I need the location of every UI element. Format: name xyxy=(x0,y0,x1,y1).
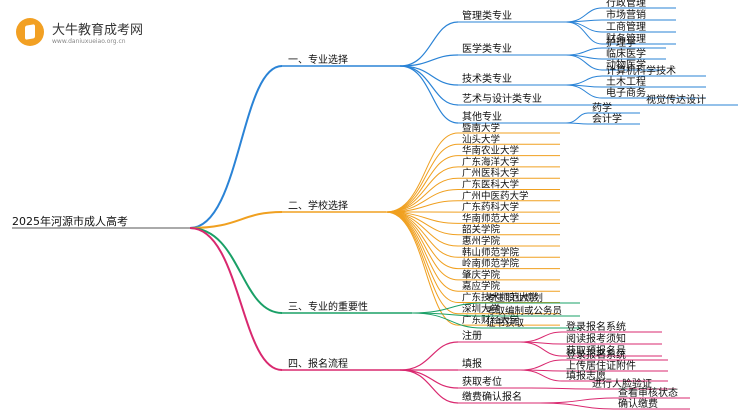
sub-connector xyxy=(385,211,459,303)
school-item: 广东医科大学 xyxy=(462,179,519,191)
school-item: 岭南师范学院 xyxy=(462,258,520,270)
sub-connector xyxy=(385,211,459,326)
school-item: 暨南大学 xyxy=(462,122,500,134)
branch-1-label: 一、专业选择 xyxy=(288,53,348,66)
sub-connector xyxy=(399,54,459,67)
leaf-topic: 药学 xyxy=(592,101,612,114)
step-detail: 上传居住证附件 xyxy=(566,359,636,372)
branch-connector xyxy=(189,227,283,371)
leaf-topic: 临床医学 xyxy=(606,47,646,60)
school-item: 肇庆学院 xyxy=(462,269,501,281)
step-topic: 填报 xyxy=(462,357,482,370)
sub-connector xyxy=(399,341,459,371)
leaf-connector xyxy=(565,21,603,33)
step-detail: 进行人脸验证 xyxy=(592,377,652,390)
leaf-topic: 电子商务 xyxy=(606,86,646,99)
leaf-connector xyxy=(519,359,563,371)
leaf-topic: 计算机科学技术 xyxy=(606,64,676,77)
sub-connector xyxy=(385,132,459,213)
leaf-topic: 动物医学 xyxy=(606,58,646,71)
step-detail: 查看审核状态 xyxy=(618,386,678,399)
sub-connector xyxy=(399,65,459,124)
leaf-connector xyxy=(565,47,603,56)
sub-connector xyxy=(399,21,459,67)
leaf-topic: 行政管理 xyxy=(606,0,646,9)
logo-icon xyxy=(16,18,44,46)
leaf-connector xyxy=(565,75,603,86)
importance-item: 考取编制或公务员 xyxy=(486,305,562,317)
school-item: 惠州学院 xyxy=(462,235,501,247)
sub-connector xyxy=(399,369,459,389)
step-detail: 登录报名系统 xyxy=(566,348,626,361)
leaf-topic: 财务管理 xyxy=(606,32,646,45)
school-item: 嘉应学院 xyxy=(462,280,501,292)
sub-connector xyxy=(385,143,459,213)
sub-topic: 艺术与设计类专业 xyxy=(462,92,542,105)
importance-item: 考生职业规划 xyxy=(486,292,543,304)
leaf-topic: 市场营销 xyxy=(606,8,646,21)
school-item: 广东药科大学 xyxy=(462,201,519,213)
step-topic: 注册 xyxy=(462,329,482,342)
leaf-connector xyxy=(519,331,563,343)
step-detail: 确认缴费 xyxy=(618,397,658,410)
step-topic: 获取考位 xyxy=(462,375,502,388)
sub-topic: 技术类专业 xyxy=(462,72,512,85)
school-item: 广东海洋大学 xyxy=(462,156,519,168)
step-detail: 登录报名系统 xyxy=(566,320,626,333)
sub-connector xyxy=(385,166,459,213)
leaf-connector xyxy=(539,402,615,410)
branch-connector xyxy=(189,211,283,229)
leaf-connector xyxy=(565,122,589,125)
step-detail: 获取预报名号 xyxy=(566,344,626,357)
sub-topic: 管理类专业 xyxy=(462,9,512,22)
sub-topic: 医学类专业 xyxy=(462,42,512,55)
branch-connector xyxy=(189,65,283,229)
leaf-connector xyxy=(519,369,563,382)
leaf-connector xyxy=(565,19,603,23)
school-item: 华南师范大学 xyxy=(462,212,519,224)
leaf-connector xyxy=(565,112,589,124)
sub-topic: 其他专业 xyxy=(462,110,502,123)
leaf-topic: 视觉传达设计 xyxy=(646,93,706,106)
importance-item: 证书获取 xyxy=(486,318,525,329)
school-item: 汕头大学 xyxy=(462,133,500,145)
leaf-connector xyxy=(565,54,603,71)
watermark-url: www.daniuxueiao.org.cn xyxy=(52,38,126,45)
watermark-title: 大牛教育成考网 xyxy=(52,23,144,38)
branch-connector xyxy=(189,227,283,314)
sub-connector xyxy=(399,369,459,404)
leaf-connector xyxy=(529,387,589,390)
school-item: 韶关学院 xyxy=(462,224,501,236)
school-item: 广东技术师范大学 xyxy=(462,292,538,304)
leaf-connector xyxy=(565,84,603,99)
leaf-topic: 会计学 xyxy=(592,112,622,125)
school-item: 广州中医药大学 xyxy=(462,190,529,202)
leaf-connector xyxy=(565,21,603,45)
school-item: 广东财经大学 xyxy=(462,314,519,326)
step-detail: 阅读报考须知 xyxy=(566,332,626,345)
sub-connector xyxy=(385,155,459,213)
branch-2-label: 二、学校选择 xyxy=(288,199,348,212)
step-detail: 填报志愿 xyxy=(566,369,606,382)
sub-connector xyxy=(399,65,459,106)
school-item: 华南农业大学 xyxy=(462,145,519,157)
root-topic: 2025年河源市成人高考 xyxy=(12,214,128,228)
school-item: 广州医科大学 xyxy=(462,167,519,179)
leaf-connector xyxy=(539,397,615,404)
leaf-topic: 土木工程 xyxy=(606,75,646,88)
leaf-topic: 工商管理 xyxy=(606,20,646,33)
leaf-connector xyxy=(519,341,563,357)
sub-connector xyxy=(411,312,483,329)
step-topic: 缴费确认报名 xyxy=(462,390,522,403)
branch-4-label: 四、报名流程 xyxy=(288,357,348,370)
school-item: 韩山师范学院 xyxy=(462,246,520,258)
leaf-topic: 护理学 xyxy=(606,36,636,49)
school-item: 深圳大学 xyxy=(462,303,500,315)
branch-3-label: 三、专业的重要性 xyxy=(288,300,368,313)
